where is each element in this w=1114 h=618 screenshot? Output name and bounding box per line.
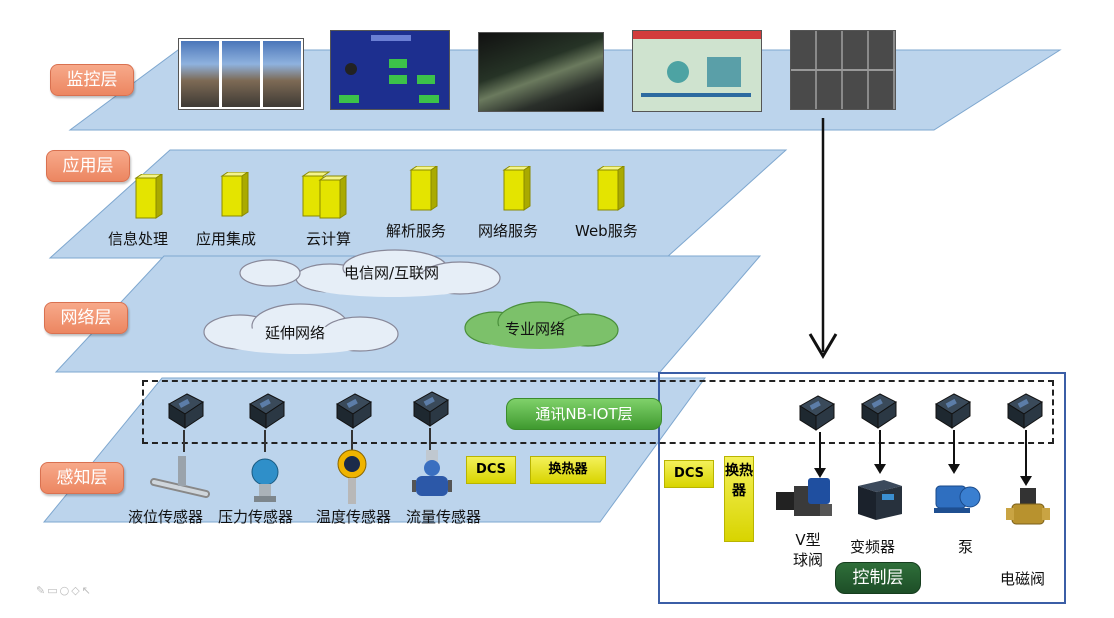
- dedicated-network-label: 专业网络: [505, 320, 566, 338]
- nbiot-terminal-icon: [336, 393, 372, 429]
- inverter-icon: [858, 480, 902, 520]
- pressure-sensor-icon: [251, 458, 279, 502]
- extended-network-label: 延伸网络: [265, 324, 326, 342]
- nbiot-terminal-icon: [861, 393, 897, 429]
- telecom-internet-label: 电信网/互联网: [344, 264, 440, 282]
- nbiot-terminal-icon: [1007, 393, 1043, 429]
- control-heat-exchanger-box: 换热器: [724, 456, 754, 542]
- monitor-layer-label: 监控层: [50, 64, 134, 96]
- nbiot-terminal-icon: [249, 393, 285, 429]
- flow-sensor-icon: [412, 450, 452, 496]
- control-dcs-box: DCS: [664, 460, 714, 488]
- cloud-telecom-internet: [239, 249, 501, 297]
- perception-dcs-box: DCS: [466, 456, 516, 484]
- service-label-network: 网络服务: [478, 222, 539, 240]
- nbiot-terminal-icon: [935, 393, 971, 429]
- server-app-integration: [220, 172, 249, 217]
- nbiot-terminal-icon: [413, 391, 449, 427]
- pressure-sensor-label: 压力传感器: [218, 508, 294, 526]
- cloud-dedicated-network: [464, 301, 619, 349]
- perception-heat-exchanger-box: 换热器: [530, 456, 606, 484]
- level-sensor-label: 液位传感器: [128, 508, 204, 526]
- service-label-info-processing: 信息处理: [108, 230, 169, 248]
- server-network-service: [502, 166, 531, 211]
- monitor-screen-video-wall: [790, 30, 896, 110]
- arrowhead: [808, 333, 838, 359]
- control-layer-box: [658, 372, 1066, 604]
- monitor-screen-aerial-view: [478, 32, 604, 112]
- drawing-tools-icons: ✎▭○◇↖: [36, 584, 93, 597]
- nbiot-layer-label: 通讯NB-IOT层: [506, 398, 662, 430]
- service-label-cloud-computing: 云计算: [306, 230, 352, 248]
- temperature-sensor-icon: [337, 449, 367, 504]
- perception-layer-label: 感知层: [40, 462, 124, 494]
- server-parsing-service: [409, 166, 438, 211]
- temperature-sensor-label: 温度传感器: [316, 508, 392, 526]
- communication-zone: [142, 380, 1054, 444]
- service-label-parsing: 解析服务: [386, 222, 447, 240]
- inverter-label: 变频器: [850, 538, 896, 556]
- server-info-processing: [134, 174, 163, 219]
- nbiot-terminal-icon: [799, 395, 835, 431]
- nbiot-terminal-icon: [168, 393, 204, 429]
- solenoid-valve-label: 电磁阀: [1000, 570, 1046, 588]
- network-layer-label: 网络层: [44, 302, 128, 334]
- monitor-screen-process-flow: [632, 30, 762, 112]
- monitor-screen-control-panel: [330, 30, 450, 110]
- server-cloud-computing: [301, 171, 348, 219]
- level-sensor-icon: [150, 456, 210, 498]
- service-label-web: Web服务: [575, 222, 638, 240]
- server-web-service: [596, 166, 625, 211]
- application-layer-label: 应用层: [46, 150, 130, 182]
- v-ball-valve-label: V型球阀: [792, 531, 823, 569]
- control-layer-label: 控制层: [835, 562, 921, 594]
- cloud-extended-network: [203, 303, 399, 354]
- solenoid-valve-icon: [1006, 488, 1050, 525]
- monitor-screen-cameras: [178, 38, 304, 110]
- pump-label: 泵: [958, 538, 974, 556]
- flow-sensor-label: 流量传感器: [406, 508, 482, 526]
- service-label-app-integration: 应用集成: [196, 230, 257, 248]
- pump-icon: [934, 485, 981, 513]
- v-ball-valve-icon: [776, 478, 832, 516]
